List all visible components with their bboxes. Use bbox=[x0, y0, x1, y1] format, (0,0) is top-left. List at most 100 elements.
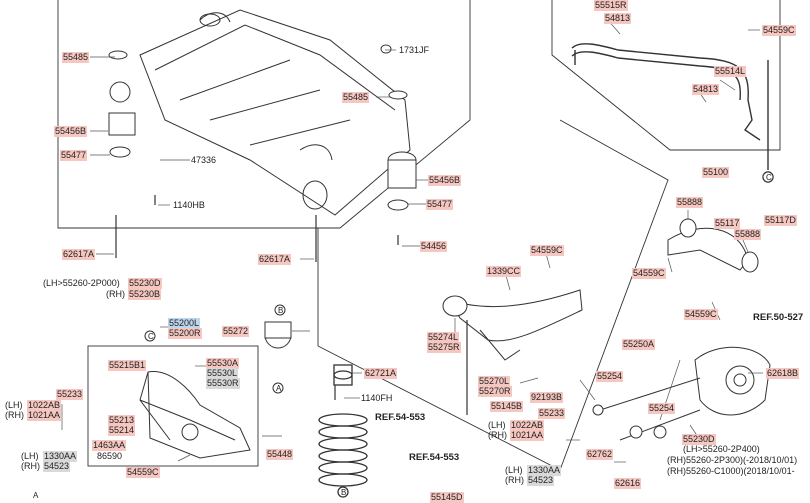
part-55214: 55214 bbox=[108, 425, 136, 436]
side-rh-55230b: (RH) bbox=[106, 289, 125, 299]
part-55117: 55117 bbox=[714, 218, 741, 229]
part-54523-a: 54523 bbox=[43, 461, 71, 472]
part-55272: 55272 bbox=[222, 326, 250, 337]
coil-spring bbox=[318, 364, 368, 498]
part-55448: 55448 bbox=[266, 449, 294, 460]
part-55530r: 55530R bbox=[206, 378, 240, 389]
part-55233-a: 55233 bbox=[56, 389, 84, 400]
part-55254-b: 55254 bbox=[648, 403, 676, 414]
part-62617a-b: 62617A bbox=[258, 254, 292, 265]
part-55456b-b: 55456B bbox=[428, 175, 462, 186]
part-55477-b: 55477 bbox=[426, 199, 454, 210]
part-62616: 62616 bbox=[614, 478, 642, 489]
side-lh-a: (LH) bbox=[5, 400, 23, 410]
part-55230d-right: 55230D bbox=[682, 434, 716, 445]
assembly-boxes bbox=[57, 0, 781, 471]
part-55230b: 55230B bbox=[128, 289, 162, 300]
part-1330aa-b: 1330AA bbox=[527, 465, 562, 476]
part-55145d: 55145D bbox=[430, 492, 464, 503]
part-62762: 62762 bbox=[586, 449, 614, 460]
part-55233-b: 55233 bbox=[538, 408, 566, 419]
part-62618b: 62618B bbox=[766, 368, 800, 379]
side-rh-55260-c1000: (RH)55260-C1000)(2018/10/01- bbox=[667, 466, 795, 476]
callout-a2: A bbox=[33, 491, 39, 500]
side-lh-55260-2p000: (LH>55260-2P000) bbox=[43, 278, 120, 288]
callout-a1: A bbox=[276, 384, 282, 393]
part-55485-b: 55485 bbox=[342, 92, 370, 103]
side-lh-d: (LH) bbox=[505, 465, 523, 475]
stabilizer-box bbox=[551, 0, 781, 151]
part-55274l: 55274L bbox=[427, 332, 460, 343]
callout-circles bbox=[144, 171, 774, 394]
part-54559c-top: 54559C bbox=[762, 25, 796, 36]
part-1731jf: 1731JF bbox=[399, 45, 430, 55]
part-55200r: 55200R bbox=[168, 328, 202, 339]
part-55254-a: 55254 bbox=[596, 371, 624, 382]
ref-50-527: REF.50-527 bbox=[753, 312, 804, 323]
part-54559c-c: 54559C bbox=[530, 245, 564, 256]
part-55530a: 55530A bbox=[206, 358, 240, 369]
part-55275r: 55275R bbox=[427, 342, 461, 353]
part-55270l: 55270L bbox=[478, 376, 511, 387]
part-55200l: 55200L bbox=[168, 318, 201, 329]
part-55145b: 55145B bbox=[490, 401, 524, 412]
part-55477-a: 55477 bbox=[60, 150, 88, 161]
knuckle bbox=[592, 346, 771, 441]
part-55213: 55213 bbox=[108, 415, 136, 426]
part-54523-b: 54523 bbox=[527, 475, 555, 486]
part-54813-a: 54813 bbox=[604, 13, 632, 24]
part-86590: 86590 bbox=[97, 451, 123, 461]
part-55485-a: 55485 bbox=[62, 52, 90, 63]
side-rh-d: (RH) bbox=[505, 475, 524, 485]
part-1140fh: 1140FH bbox=[361, 393, 393, 403]
side-rh-c: (RH) bbox=[488, 430, 507, 440]
crossmember-box bbox=[57, 0, 471, 229]
part-55530l: 55530L bbox=[206, 368, 239, 379]
part-55888-b: 55888 bbox=[734, 229, 762, 240]
part-55250a: 55250A bbox=[622, 339, 656, 350]
part-1021aa-a: 1021AA bbox=[27, 410, 62, 421]
leader-lines bbox=[60, 3, 763, 463]
callout-b2: B bbox=[341, 488, 347, 497]
side-lh-b: (LH) bbox=[21, 451, 39, 461]
part-1022ab-b: 1022AB bbox=[510, 420, 545, 431]
part-1140hb: 1140HB bbox=[173, 200, 205, 210]
part-47336: 47336 bbox=[191, 155, 217, 165]
part-62617a-a: 62617A bbox=[62, 249, 96, 260]
part-55100: 55100 bbox=[702, 167, 730, 178]
trailing-arm-box bbox=[317, 119, 669, 471]
crossmember bbox=[109, 9, 411, 216]
part-55456b-a: 55456B bbox=[54, 126, 88, 137]
ref-54-553-a: REF.54-553 bbox=[375, 412, 426, 423]
part-54559c-b: 54559C bbox=[684, 309, 718, 320]
part-54813-b: 54813 bbox=[692, 84, 720, 95]
upper-arm bbox=[667, 218, 759, 273]
part-54456: 54456 bbox=[420, 241, 448, 252]
part-55117d: 55117D bbox=[764, 215, 797, 226]
part-55515r: 55515R bbox=[594, 0, 628, 11]
part-55514l: 55514L bbox=[714, 66, 747, 77]
trailing-arm bbox=[442, 289, 583, 361]
callout-c1: C bbox=[148, 332, 154, 341]
callout-b1: B bbox=[278, 306, 284, 315]
side-rh-55260-2p300: (RH)55260-2P300)(-2018/10/01) bbox=[667, 455, 798, 465]
ref-54-553-b: REF.54-553 bbox=[409, 452, 460, 463]
side-lh-55260-2p400: (LH>55260-2P400) bbox=[683, 444, 760, 454]
part-55230d-left: 55230D bbox=[128, 278, 162, 289]
part-1022ab-a: 1022AB bbox=[27, 400, 62, 411]
side-rh-b: (RH) bbox=[21, 461, 40, 471]
part-55270r: 55270R bbox=[478, 386, 512, 397]
part-54559c-d: 54559C bbox=[126, 467, 160, 478]
part-1330aa-a: 1330AA bbox=[43, 451, 78, 462]
stabilizer-bar bbox=[571, 43, 774, 183]
side-rh-a: (RH) bbox=[5, 410, 24, 420]
part-1021aa-b: 1021AA bbox=[510, 430, 545, 441]
part-55215b1: 55215B1 bbox=[108, 360, 147, 371]
bolts bbox=[115, 195, 468, 415]
part-1339cc: 1339CC bbox=[486, 266, 522, 277]
callout-c2: C bbox=[766, 173, 772, 182]
part-62721a: 62721A bbox=[364, 368, 398, 379]
lower-arm-box bbox=[87, 345, 259, 467]
part-54559c-a: 54559C bbox=[632, 268, 666, 279]
